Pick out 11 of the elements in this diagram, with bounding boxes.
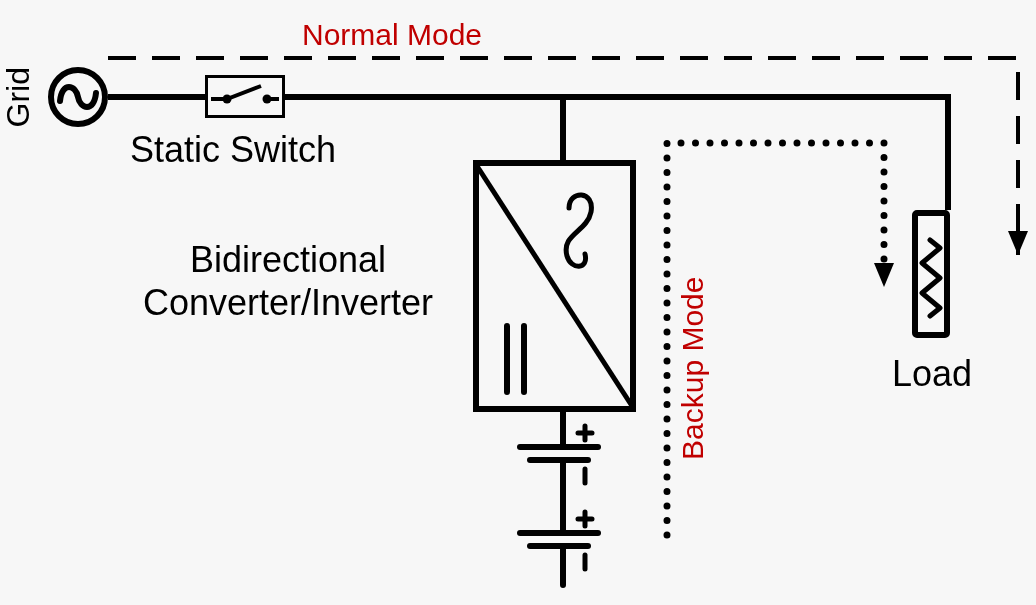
arrow <box>108 56 1028 255</box>
node-label: Static Switch <box>130 128 337 172</box>
edge-label: Backup Mode <box>678 276 708 460</box>
node-label: Bidirectional Converter/Inverter <box>141 238 435 325</box>
node-label: Load <box>892 352 973 396</box>
wire <box>560 412 566 425</box>
node-label: Grid <box>0 66 38 128</box>
wire <box>108 94 205 100</box>
wire <box>285 94 951 210</box>
arrow <box>663 139 894 539</box>
edge-label: Normal Mode <box>302 20 483 50</box>
